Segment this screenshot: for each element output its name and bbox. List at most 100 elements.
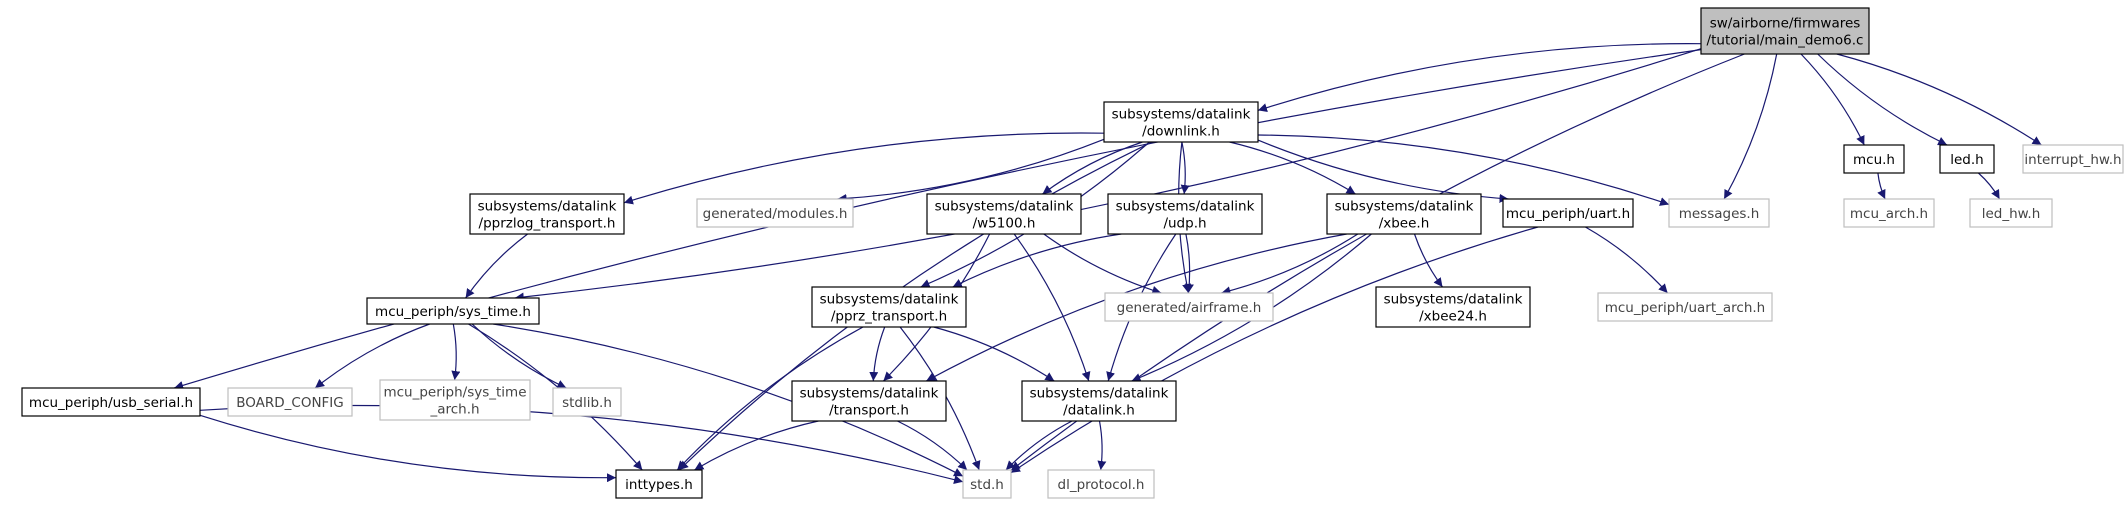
node-label: /pprzlog_transport.h — [479, 216, 616, 232]
node-label: mcu_periph/uart.h — [1506, 206, 1630, 222]
node-label: inttypes.h — [625, 477, 693, 493]
node-label: mcu.h — [1853, 152, 1895, 168]
node-label: led.h — [1950, 152, 1983, 168]
node-box — [21, 387, 201, 417]
node-label: /w5100.h — [973, 216, 1036, 232]
edge-downlink_h-to-xbee_h — [1229, 141, 1356, 195]
node-label: generated/airframe.h — [1117, 300, 1262, 316]
node-box — [1104, 292, 1274, 322]
node-box — [791, 380, 947, 422]
edge-downlink_h-to-uart_h — [1257, 139, 1509, 203]
edge-transport_h-to-std_h — [897, 420, 968, 471]
node-box — [962, 469, 1012, 499]
node-generated-modules-h[interactable]: generated/modules.h — [696, 198, 854, 228]
edge-mcu_h-to-mcu_arch_h — [1877, 172, 1886, 200]
edge-main_demo6-to-downlink_h — [1257, 43, 1702, 112]
node-label: sw/airborne/firmwares — [1710, 16, 1861, 32]
edge-sys_time_h-to-board_config — [314, 323, 430, 389]
node-usb-serial-h[interactable]: mcu_periph/usb_serial.h — [21, 387, 201, 417]
node-messages-h[interactable]: messages.h — [1668, 198, 1770, 228]
node-generated-airframe-h[interactable]: generated/airframe.h — [1104, 292, 1274, 322]
node-mcu-arch-h[interactable]: mcu_arch.h — [1843, 198, 1935, 228]
node-box — [1597, 292, 1773, 322]
node-label: /transport.h — [829, 403, 909, 419]
edge-main_demo6-to-led_h — [1817, 53, 1948, 146]
edge-main_demo6-to-sys_time_h — [514, 48, 1702, 302]
node-sys-time-h[interactable]: mcu_periph/sys_time.h — [366, 297, 540, 325]
node-box — [379, 379, 531, 421]
node-pprz-transport-h[interactable]: subsystems/datalink/pprz_transport.h — [811, 286, 967, 328]
node-udp-h[interactable]: subsystems/datalink/udp.h — [1107, 193, 1263, 235]
node-led-h[interactable]: led.h — [1939, 144, 1995, 174]
node-label: mcu_periph/usb_serial.h — [29, 395, 193, 411]
node-box — [1326, 193, 1482, 235]
node-label: /datalink.h — [1063, 403, 1135, 419]
node-uart-arch-h[interactable]: mcu_periph/uart_arch.h — [1597, 292, 1773, 322]
node-label: messages.h — [1679, 206, 1760, 222]
edge-xbee_h-to-xbee24_h — [1413, 233, 1443, 288]
node-label: led_hw.h — [1982, 206, 2041, 222]
node-box — [227, 387, 353, 417]
node-label: /udp.h — [1163, 216, 1206, 232]
edge-led_h-to-led_hw_h — [1978, 172, 2001, 200]
node-box — [1969, 198, 2053, 228]
node-inttypes-h[interactable]: inttypes.h — [615, 469, 703, 499]
node-label: subsystems/datalink — [1030, 386, 1169, 402]
node-label: /xbee.h — [1379, 216, 1430, 232]
edge-sys_time_h-to-sys_time_arch_h — [451, 323, 461, 381]
node-dl-protocol-h[interactable]: dl_protocol.h — [1047, 469, 1155, 499]
node-box — [1700, 7, 1870, 55]
edge-xbee_h-to-generated_airframe_h — [1221, 233, 1359, 296]
edge-pprz_transport_h-to-transport_h — [869, 326, 886, 382]
node-led-hw-h[interactable]: led_hw.h — [1969, 198, 2053, 228]
edge-main_demo6-to-messages_h — [1723, 53, 1778, 200]
node-stdlib-h[interactable]: stdlib.h — [552, 387, 622, 417]
edge-uart_h-to-uart_arch_h — [1585, 226, 1669, 294]
node-board-config[interactable]: BOARD_CONFIG — [227, 387, 353, 417]
edge-uart_h-to-std_h — [1010, 226, 1539, 474]
node-label: subsystems/datalink — [800, 386, 939, 402]
node-box — [1939, 144, 1995, 174]
node-box — [366, 297, 540, 325]
edge-main_demo6-to-interrupt_hw_h — [1836, 53, 2042, 146]
node-box — [469, 193, 625, 235]
node-box — [1021, 380, 1177, 422]
node-box — [926, 193, 1082, 235]
node-uart-h[interactable]: mcu_periph/uart.h — [1502, 198, 1634, 228]
node-datalink-h[interactable]: subsystems/datalink/datalink.h — [1021, 380, 1177, 422]
node-box — [1375, 286, 1531, 328]
node-transport-h[interactable]: subsystems/datalink/transport.h — [791, 380, 947, 422]
node-label: std.h — [970, 477, 1004, 493]
edge-usb_serial_h-to-inttypes_h — [199, 414, 617, 483]
node-w5100-h[interactable]: subsystems/datalink/w5100.h — [926, 193, 1082, 235]
node-std-h[interactable]: std.h — [962, 469, 1012, 499]
node-box — [2022, 144, 2124, 174]
edge-downlink_h-to-messages_h — [1257, 134, 1670, 206]
node-main-demo6[interactable]: sw/airborne/firmwares/tutorial/main_demo… — [1700, 7, 1870, 55]
node-box — [1502, 198, 1634, 228]
node-box — [1103, 101, 1259, 143]
edge-xbee_h-to-transport_h — [925, 233, 1347, 382]
node-label: subsystems/datalink — [1384, 292, 1523, 308]
node-interrupt-hw-h[interactable]: interrupt_hw.h — [2022, 144, 2124, 174]
edge-downlink_h-to-pprzlog_transport_h — [623, 132, 1105, 205]
node-mcu-h[interactable]: mcu.h — [1843, 144, 1905, 174]
node-label: /downlink.h — [1142, 124, 1220, 140]
edge-sys_time_h-to-std_h — [493, 323, 964, 477]
node-label: mcu_arch.h — [1850, 206, 1928, 222]
edge-transport_h-to-inttypes_h — [694, 420, 819, 471]
node-label: _arch.h — [429, 402, 479, 418]
node-downlink-h[interactable]: subsystems/datalink/downlink.h — [1103, 101, 1259, 143]
node-xbee-h[interactable]: subsystems/datalink/xbee.h — [1326, 193, 1482, 235]
node-label: interrupt_hw.h — [2024, 152, 2121, 168]
node-pprzlog-transport-h[interactable]: subsystems/datalink/pprzlog_transport.h — [469, 193, 625, 235]
node-label: mcu_periph/uart_arch.h — [1605, 300, 1766, 316]
edge-datalink_h-to-dl_protocol_h — [1097, 420, 1107, 471]
node-sys-time-arch-h[interactable]: mcu_periph/sys_time_arch.h — [379, 379, 531, 421]
node-xbee24-h[interactable]: subsystems/datalink/xbee24.h — [1375, 286, 1531, 328]
nodes-layer: sw/airborne/firmwares/tutorial/main_demo… — [21, 7, 2124, 499]
node-box — [811, 286, 967, 328]
node-label: mcu_periph/sys_time — [383, 385, 526, 401]
node-label: subsystems/datalink — [478, 199, 617, 215]
